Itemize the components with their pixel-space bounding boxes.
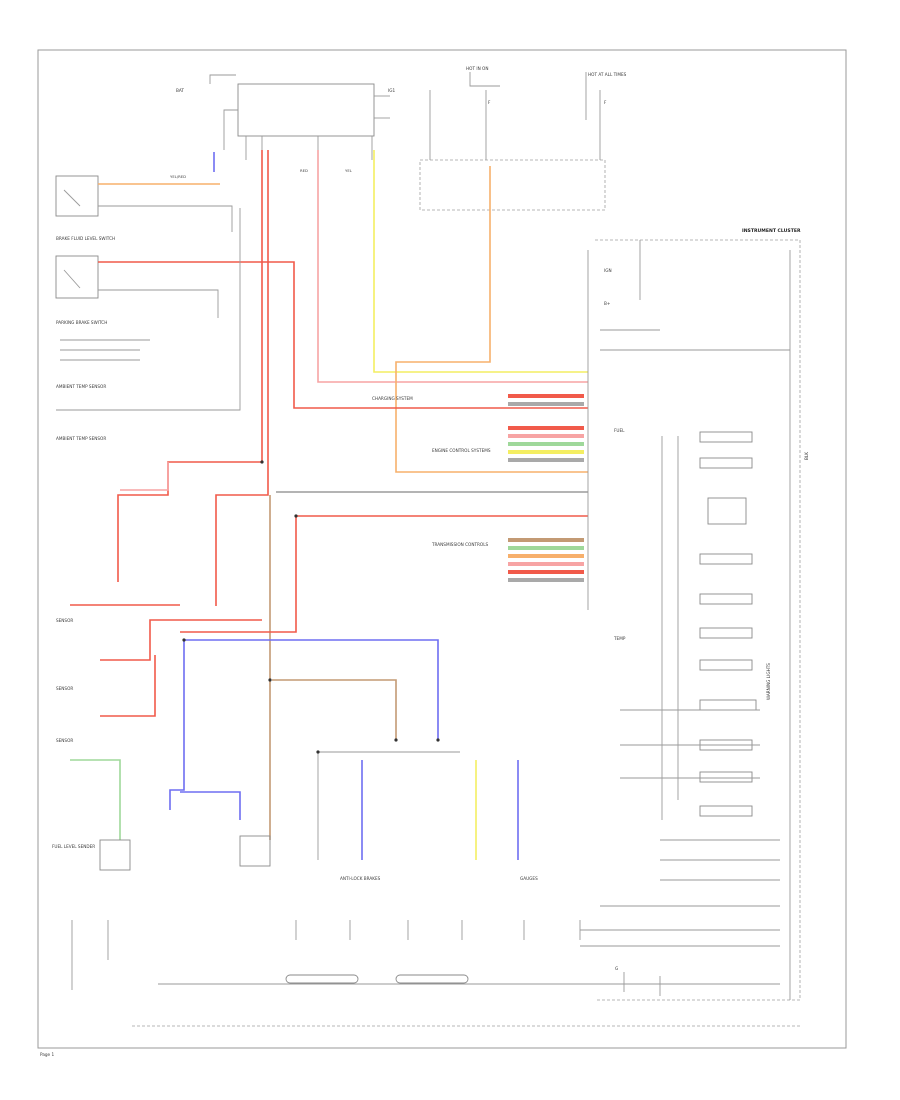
transmission-connector: TRANSMISSION CONTROLS (431, 538, 584, 582)
brake-fluid-switch-box (55, 175, 99, 217)
engine-control-connector: ENGINE CONTROL SYSTEMS (432, 426, 584, 462)
fuse-label-2: IG1 (388, 88, 395, 93)
wire-yel-top: YEL (345, 168, 353, 173)
ground-bar-left (285, 974, 359, 984)
sensor-module-left (239, 835, 271, 867)
fuse-box (237, 83, 375, 137)
abs-label: ANTI-LOCK BRAKES (340, 876, 381, 881)
ambient-label-1: AMBIENT TEMP SENSOR (56, 384, 106, 389)
engine-control-label: ENGINE CONTROL SYSTEMS (432, 448, 491, 453)
right-rail-label: BLK (804, 452, 809, 460)
top-center-label: HOT IN ON (466, 66, 488, 71)
fuse-label-4: F (604, 100, 607, 105)
ambient-sensor-label: AMBIENT TEMP SENSOR (56, 436, 106, 441)
top-right-label: HOT AT ALL TIMES (588, 72, 627, 77)
diagram-frame (37, 49, 847, 1049)
transmission-label: TRANSMISSION CONTROLS (431, 542, 489, 547)
warning-lights-label: WARNING LIGHTS (766, 663, 771, 700)
parking-brake-label: PARKING BRAKE SWITCH (56, 320, 107, 325)
gauges-label: GAUGES (520, 876, 538, 881)
cluster-pin-1: IGN (604, 268, 612, 273)
sensor-module-right (99, 839, 131, 871)
parking-brake-switch-box (55, 255, 99, 299)
ground-label: G (615, 966, 618, 971)
footer-label: Page 1 (40, 1052, 54, 1057)
charging-connector: CHARGING SYSTEM (372, 394, 584, 406)
wire-red-top: RED (300, 168, 308, 173)
fuse-label-3: F (488, 100, 491, 105)
fuel-sender-label: FUEL LEVEL SENDER (52, 844, 95, 849)
fuel-gauge-label: FUEL (614, 428, 625, 433)
sensor-label-2: SENSOR (56, 686, 73, 691)
cluster-pin-2: B+ (604, 301, 611, 306)
instrument-cluster-box (595, 239, 801, 1001)
sensor-label-1: SENSOR (56, 618, 73, 623)
temp-gauge-label: TEMP (613, 636, 626, 641)
fuse-label-1: BAT (176, 88, 184, 93)
brake-fluid-label: BRAKE FLUID LEVEL SWITCH (56, 236, 115, 241)
ground-bar-right (395, 974, 469, 984)
sensor-label-3: SENSOR (56, 738, 73, 743)
instrument-cluster-label: INSTRUMENT CLUSTER (742, 228, 801, 234)
wire-ylw-red: YEL/RED (170, 174, 186, 179)
gauge-stack: FUEL TEMP WARNING LIGHTS (613, 428, 771, 820)
charging-label: CHARGING SYSTEM (372, 396, 413, 401)
